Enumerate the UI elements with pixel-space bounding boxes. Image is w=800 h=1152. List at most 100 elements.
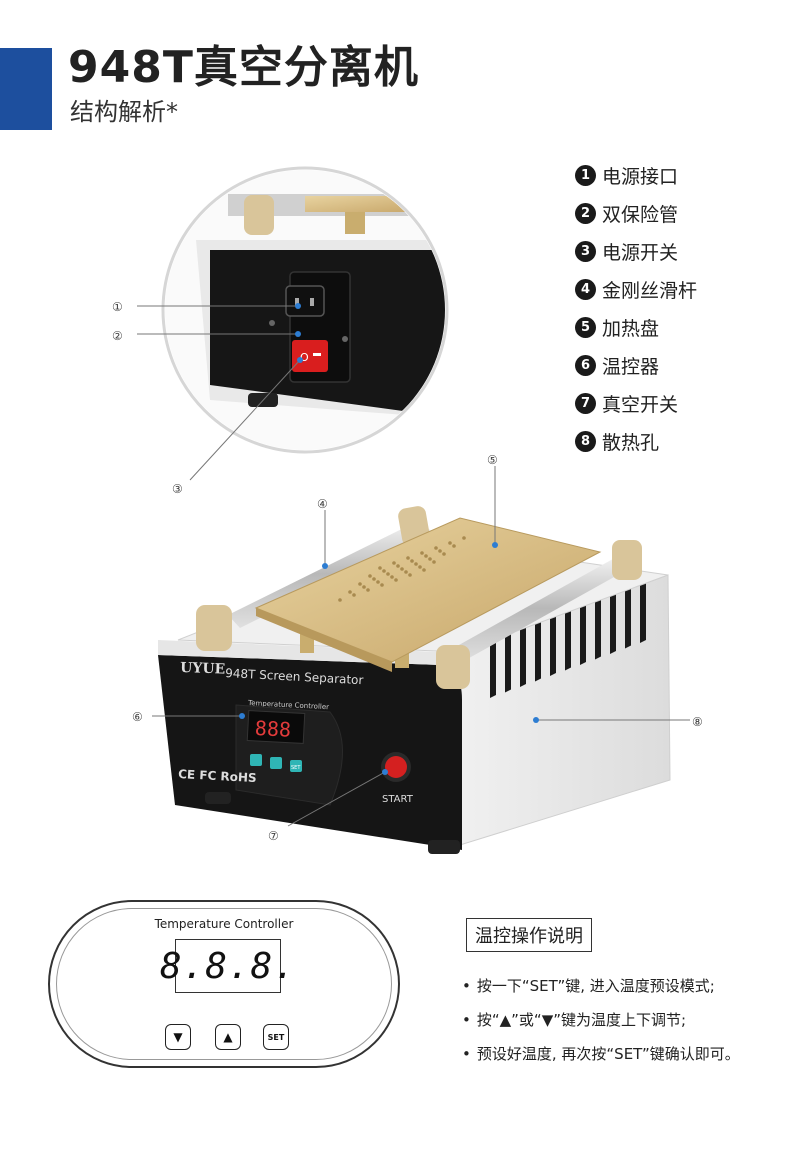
plate-holes <box>338 536 466 602</box>
plate-hole <box>352 593 356 597</box>
page-title: 948T真空分离机 <box>68 42 419 93</box>
brand-logo: UYUE <box>180 660 226 678</box>
triangle-up-icon: ▲ <box>223 1030 233 1044</box>
device-set-button <box>290 760 302 772</box>
plate-hole <box>414 562 418 566</box>
plate-hole <box>406 556 410 560</box>
header-accent-bar <box>0 48 52 130</box>
plate-hole <box>408 573 412 577</box>
plate-hole <box>372 577 376 581</box>
start-button <box>385 756 407 778</box>
panel-display: 8.8.8. <box>160 939 295 993</box>
legend-number: 4 <box>575 278 596 300</box>
plate-hole <box>362 585 366 589</box>
up-button[interactable]: ▲ <box>215 1024 241 1050</box>
callout-8: ⑧ <box>692 715 703 729</box>
plate-hole <box>382 569 386 573</box>
vent-slot <box>595 598 601 660</box>
legend-label: 温控器 <box>602 355 660 378</box>
set-button-label: SET <box>267 1032 285 1042</box>
legend-number: 1 <box>575 164 596 186</box>
rear-zoom-view: O <box>161 166 449 454</box>
legend-number: 7 <box>575 392 596 414</box>
vent-slots <box>490 582 646 698</box>
plate-hole <box>434 546 438 550</box>
device-up-button <box>270 757 282 769</box>
plate-hole <box>428 557 432 561</box>
page-subtitle: 结构解析* <box>70 98 178 126</box>
vent-slot <box>610 593 616 654</box>
callout-2: ② <box>112 329 123 343</box>
power-socket <box>285 285 325 317</box>
instruction-step: 按一下“SET”键, 进入温度预设模式; <box>462 974 740 1008</box>
plate-hole <box>380 583 384 587</box>
panel-title: Temperature Controller <box>154 917 294 931</box>
callout-3: ③ <box>172 482 183 496</box>
legend-item: 7 真空开关 <box>575 384 697 422</box>
vent-slot <box>580 604 586 665</box>
callout-6: ⑥ <box>132 710 143 724</box>
device-display-digits: 888 <box>254 716 291 742</box>
instruction-step: 按“▲”或“▼”键为温度上下调节; <box>462 1008 740 1042</box>
plate-hole <box>448 541 452 545</box>
plate-hole <box>438 549 442 553</box>
cert-marks: CE FC RoHS <box>178 767 257 785</box>
plate-hole <box>418 565 422 569</box>
plate-hole <box>462 536 466 540</box>
plate-hole <box>368 574 372 578</box>
legend-label: 散热孔 <box>602 431 660 454</box>
rod-end-cap-left <box>196 605 232 651</box>
machine-main-view: UYUE 948T Screen Separator Temperature C… <box>158 506 671 854</box>
legend-label: 加热盘 <box>602 317 660 340</box>
slide-rod-front <box>450 555 632 662</box>
rod-end-cap <box>244 195 274 235</box>
callout-lines-main <box>152 466 690 827</box>
start-label: START <box>382 794 414 805</box>
legend-number: 6 <box>575 354 596 376</box>
plate-hole <box>348 590 352 594</box>
legend-label: 真空开关 <box>602 393 679 416</box>
plate-hole <box>452 544 456 548</box>
legend-item: 3 电源开关 <box>575 232 697 270</box>
plate-hole <box>404 570 408 574</box>
legend-number: 3 <box>575 240 596 262</box>
legend-label: 电源开关 <box>602 241 679 264</box>
plate-hole <box>378 566 382 570</box>
legend-label: 双保险管 <box>602 203 679 226</box>
plate-hole <box>338 598 342 602</box>
plate-hole <box>432 560 436 564</box>
plate-hole <box>358 582 362 586</box>
plate-hole <box>420 551 424 555</box>
plate-hole <box>392 561 396 565</box>
callout-7: ⑦ <box>268 829 279 843</box>
legend-number: 8 <box>575 430 596 452</box>
plate-hole <box>442 552 446 556</box>
plate-hole <box>386 572 390 576</box>
triangle-down-icon: ▼ <box>173 1030 183 1044</box>
machine-illustration: O <box>112 166 703 854</box>
plate-hole <box>396 564 400 568</box>
legend-item: 6 温控器 <box>575 346 697 384</box>
device-down-button <box>250 754 262 766</box>
instruction-step: 预设好温度, 再次按“SET”键确认即可。 <box>462 1042 740 1076</box>
vent-slot <box>550 615 556 676</box>
down-button[interactable]: ▼ <box>165 1024 191 1050</box>
set-button[interactable]: SET <box>263 1024 289 1050</box>
instructions-list: 按一下“SET”键, 进入温度预设模式; 按“▲”或“▼”键为温度上下调节; 预… <box>462 974 740 1076</box>
plate-hole <box>390 575 394 579</box>
vent-slot <box>490 637 496 698</box>
instructions-title: 温控操作说明 <box>466 918 592 952</box>
rod-end-cap-right <box>436 645 470 689</box>
plate-hole <box>394 578 398 582</box>
callout-1: ① <box>112 300 123 314</box>
vent-slot <box>640 582 646 643</box>
vent-slot <box>535 620 541 682</box>
power-switch <box>292 340 328 372</box>
callout-4: ④ <box>317 497 328 511</box>
plate-hole <box>424 554 428 558</box>
plate-hole <box>410 559 414 563</box>
